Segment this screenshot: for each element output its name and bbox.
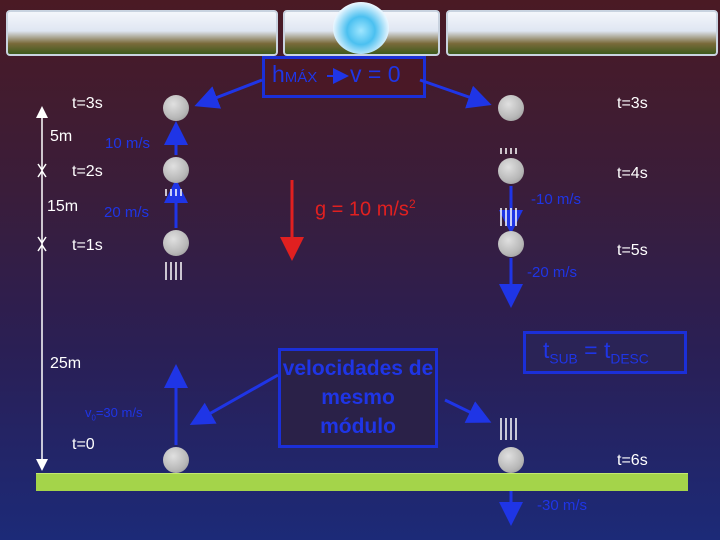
banner-right — [446, 10, 718, 56]
pointer-velocidades-right — [444, 398, 492, 423]
ball-right-t6 — [498, 447, 524, 473]
label-m20ms: -20 m/s — [527, 264, 578, 281]
streaks-right-5 — [500, 208, 517, 226]
label-right-t3: t=3s — [617, 95, 648, 112]
label-left-t0: t=0 — [72, 436, 95, 453]
ball-left-t0 — [163, 447, 189, 473]
ball-right-t3 — [498, 95, 524, 121]
ball-right-t4 — [498, 158, 524, 184]
banner-left — [6, 10, 278, 56]
label-5m: 5m — [50, 128, 73, 145]
hmax-label: hMÁX — [272, 61, 318, 87]
label-velocidades: velocidades de mesmo módulo — [282, 357, 434, 438]
label-right-t6: t=6s — [617, 452, 648, 469]
streaks-left-1 — [165, 262, 182, 280]
globe-icon — [333, 2, 389, 54]
label-left-t1: t=1s — [72, 237, 103, 254]
label-25m: 25m — [50, 355, 82, 372]
label-left-t3: t=3s — [72, 95, 103, 112]
label-m10ms: -10 m/s — [531, 191, 582, 208]
streaks-left-2 — [165, 189, 182, 196]
ball-right-t5 — [498, 231, 524, 257]
label-10ms: 10 m/s — [105, 135, 151, 152]
label-20ms: 20 m/s — [104, 204, 150, 221]
streaks-right-6 — [500, 418, 517, 440]
tick-t1-arrows — [37, 236, 47, 252]
label-gravity: g = 10 m/s2 — [315, 197, 416, 221]
tsub-box — [523, 331, 687, 374]
label-v0: v0=30 m/s — [85, 405, 143, 423]
ball-left-t1 — [163, 230, 189, 256]
ground — [36, 473, 688, 491]
ball-left-t2 — [163, 157, 189, 183]
velocidades-box — [278, 348, 438, 448]
label-right-t5: t=5s — [617, 242, 648, 259]
label-m30ms: -30 m/s — [537, 497, 588, 514]
label-tsub-tdesc: tSUB = tDESC — [543, 337, 649, 367]
pointer-velocidades-left — [189, 373, 279, 425]
pointer-to-left-ball — [194, 78, 263, 109]
ball-left-t3 — [163, 95, 189, 121]
v-zero-label: v = 0 — [350, 61, 401, 87]
pointer-to-right-ball — [419, 78, 492, 109]
label-left-t2: t=2s — [72, 163, 103, 180]
label-15m: 15m — [47, 198, 79, 215]
streaks-right-4 — [500, 148, 517, 154]
label-right-t4: t=4s — [617, 165, 648, 182]
tick-t2-arrows — [37, 163, 47, 178]
